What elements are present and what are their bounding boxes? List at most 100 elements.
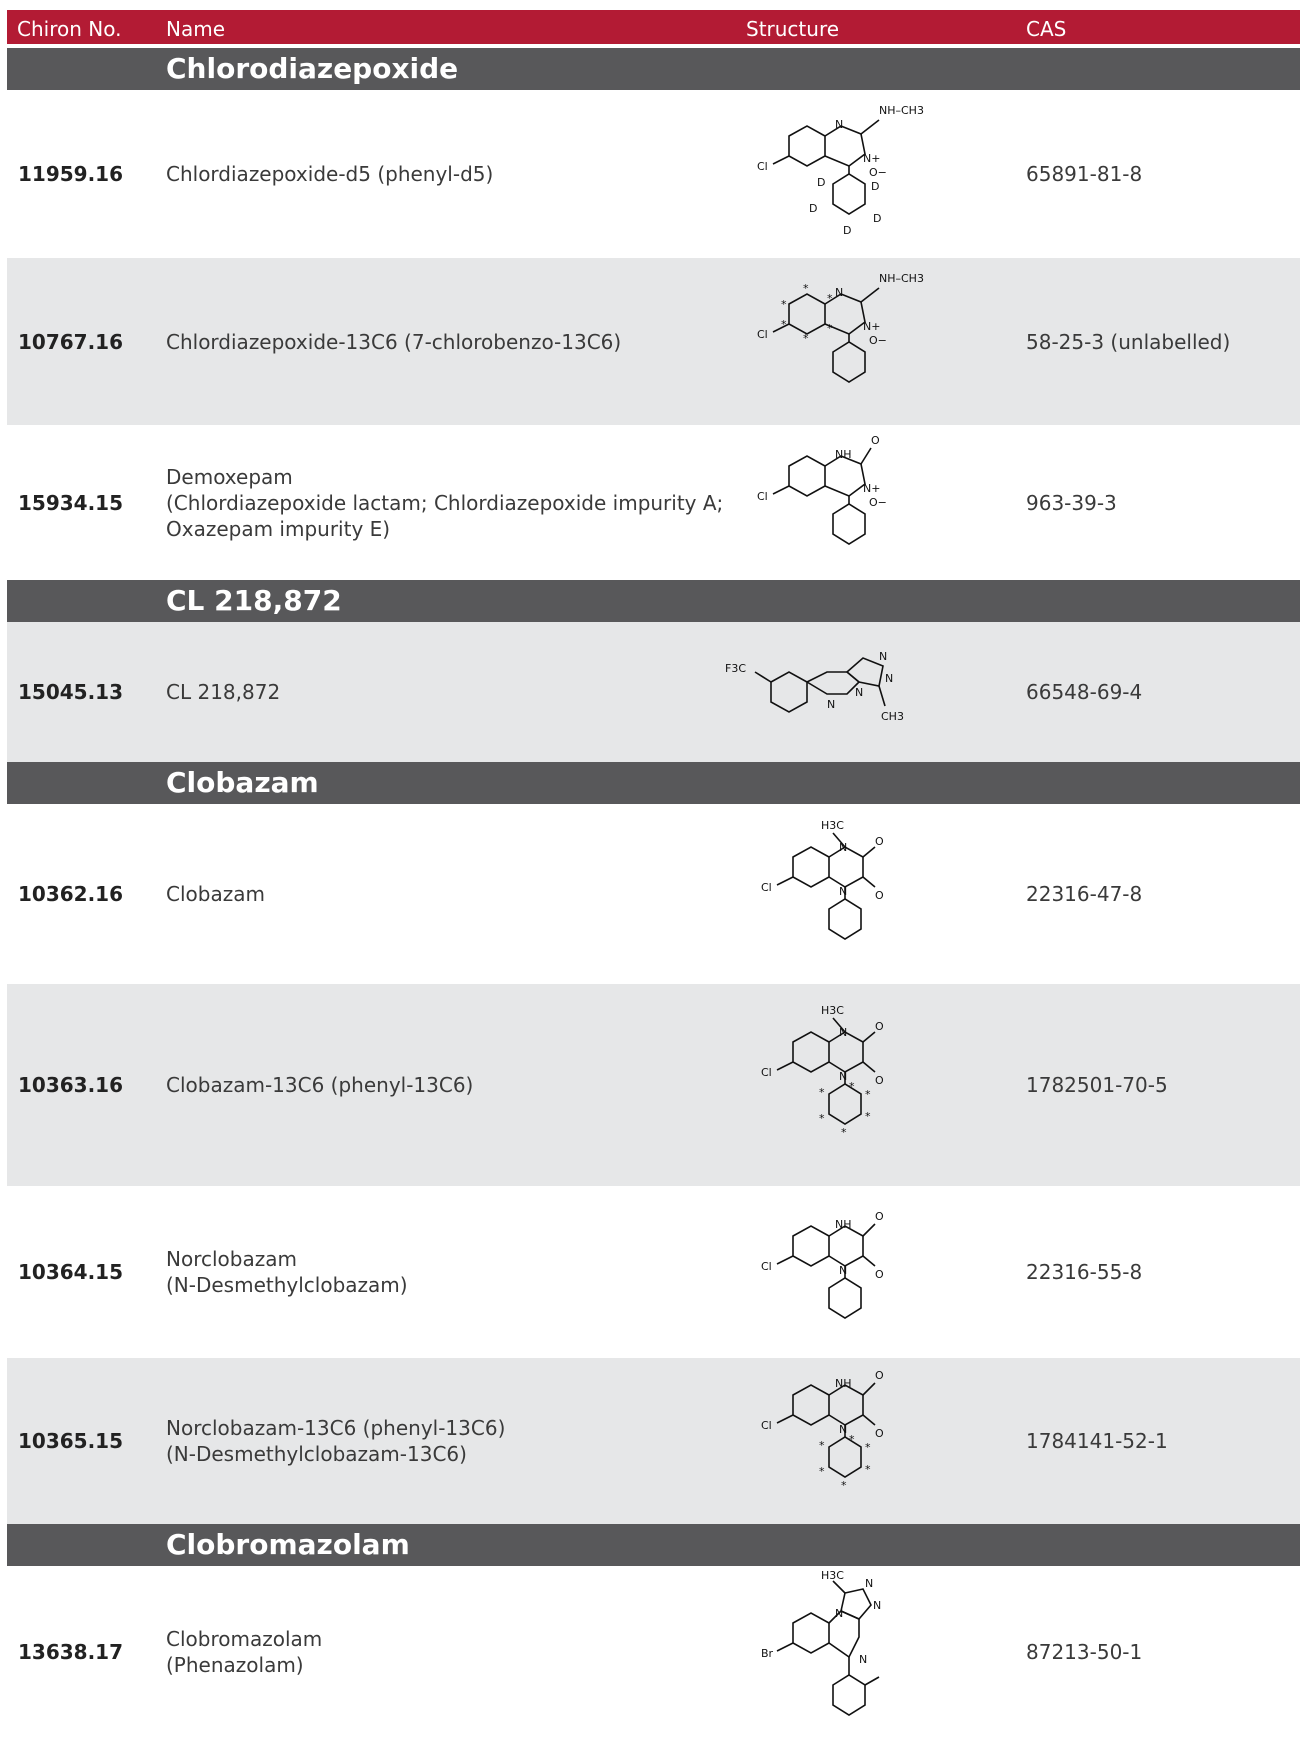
- demoxepam-structure-icon: NH O N+ O− Cl: [697, 425, 977, 580]
- svg-text:D: D: [809, 202, 817, 215]
- svg-text:NH–CH3: NH–CH3: [879, 272, 924, 285]
- product-name-line: Clobromazolam: [166, 1626, 323, 1651]
- product-name-line: Oxazepam impurity E): [166, 516, 391, 541]
- svg-text:N: N: [839, 885, 847, 898]
- cas-number: 66548-69-4: [1026, 680, 1143, 704]
- header-name: Name: [166, 17, 226, 41]
- product-name: Clobazam: [166, 804, 726, 984]
- svg-text:N: N: [839, 1026, 847, 1039]
- chlordiazepoxide-13c6-structure-icon: N NH–CH3 N+ O− Cl * * * * * *: [697, 258, 977, 425]
- section-title: Clobazam: [166, 766, 319, 799]
- product-name-line: CL 218,872: [166, 680, 281, 704]
- norclobazam-structure-icon: NH N O O Cl: [697, 1186, 977, 1358]
- cas-number: 22316-47-8: [1026, 882, 1143, 906]
- product-name-line: Chlordiazepoxide-13C6 (7-chlorobenzo-13C…: [166, 329, 622, 354]
- svg-text:D: D: [873, 212, 881, 225]
- svg-text:*: *: [827, 322, 833, 335]
- svg-text:O−: O−: [869, 166, 887, 179]
- product-name: Demoxepam(Chlordiazepoxide lactam; Chlor…: [166, 425, 726, 580]
- svg-text:*: *: [849, 1433, 855, 1446]
- section-clobromazolam: Clobromazolam: [7, 1524, 1300, 1566]
- chiron-no: 13638.17: [18, 1639, 124, 1664]
- product-name: Clobromazolam(Phenazolam): [166, 1566, 726, 1737]
- section-clobazam: Clobazam: [7, 762, 1300, 804]
- svg-text:N: N: [859, 1653, 867, 1666]
- svg-text:*: *: [819, 1465, 825, 1478]
- svg-text:O: O: [875, 1427, 884, 1440]
- product-name: Norclobazam-13C6 (phenyl-13C6)(N-Desmeth…: [166, 1358, 726, 1524]
- svg-text:N+: N+: [863, 152, 880, 165]
- svg-text:N: N: [879, 650, 887, 663]
- clobromazolam-structure-icon: H3C N N N N Br: [697, 1566, 977, 1737]
- svg-text:NH: NH: [835, 1377, 852, 1390]
- svg-text:Cl: Cl: [757, 160, 768, 173]
- section-title: CL 218,872: [166, 584, 342, 617]
- svg-text:Cl: Cl: [761, 881, 772, 894]
- svg-text:O: O: [875, 1210, 884, 1223]
- table-header: Chiron No. Name Structure CAS: [7, 10, 1300, 44]
- product-name-line: Chlordiazepoxide-d5 (phenyl-d5): [166, 162, 494, 186]
- svg-text:N+: N+: [863, 320, 880, 333]
- svg-text:*: *: [865, 1110, 871, 1123]
- svg-text:*: *: [781, 318, 787, 331]
- svg-text:N: N: [835, 286, 843, 299]
- svg-text:N: N: [865, 1577, 873, 1590]
- chiron-no: 10365.15: [18, 1429, 124, 1453]
- cas-number: 65891-81-8: [1026, 162, 1143, 186]
- product-name-line: Demoxepam: [166, 464, 293, 489]
- svg-text:*: *: [803, 282, 809, 295]
- svg-text:N+: N+: [863, 482, 880, 495]
- cas-number: 1784141-52-1: [1026, 1429, 1168, 1453]
- product-name: CL 218,872: [166, 622, 726, 762]
- svg-text:CH3: CH3: [881, 710, 904, 723]
- chiron-no: 10767.16: [18, 329, 124, 354]
- clobazam-13c6-structure-icon: H3C N N O O Cl * * * * * *: [697, 984, 977, 1186]
- product-name-line: Clobazam-13C6 (phenyl-13C6): [166, 1073, 474, 1097]
- svg-text:O: O: [875, 1074, 884, 1087]
- svg-text:N: N: [839, 1070, 847, 1083]
- chiron-no: 10363.16: [18, 1073, 124, 1097]
- section-cl-218872: CL 218,872: [7, 580, 1300, 622]
- svg-text:*: *: [827, 292, 833, 305]
- svg-text:N: N: [827, 698, 835, 711]
- norclobazam-13c6-structure-icon: NH N O O Cl * * * * * *: [697, 1358, 977, 1524]
- svg-text:D: D: [817, 176, 825, 189]
- product-name-line: (N-Desmethylclobazam-13C6): [166, 1442, 467, 1466]
- svg-text:*: *: [841, 1479, 847, 1492]
- header-cas: CAS: [1026, 17, 1067, 41]
- svg-text:O: O: [875, 889, 884, 902]
- svg-text:*: *: [819, 1086, 825, 1099]
- product-name: Norclobazam(N-Desmethylclobazam): [166, 1186, 726, 1358]
- section-chlorodiazepoxide: Chlorodiazepoxide: [7, 48, 1300, 90]
- chiron-no: 11959.16: [18, 162, 124, 186]
- svg-text:*: *: [781, 298, 787, 311]
- chiron-no: 15045.13: [18, 680, 124, 704]
- svg-text:Cl: Cl: [757, 328, 768, 341]
- svg-text:H3C: H3C: [821, 1004, 844, 1017]
- product-name-line: (N-Desmethylclobazam): [166, 1273, 408, 1297]
- svg-text:*: *: [819, 1439, 825, 1452]
- svg-text:O: O: [875, 1268, 884, 1281]
- svg-text:Cl: Cl: [757, 490, 768, 503]
- table-row: 10363.16 Clobazam-13C6 (phenyl-13C6) H3C…: [7, 984, 1300, 1186]
- svg-text:*: *: [803, 332, 809, 345]
- svg-text:N: N: [839, 841, 847, 854]
- section-title: Chlorodiazepoxide: [166, 52, 459, 85]
- product-name-line: Norclobazam: [166, 1247, 297, 1271]
- svg-text:Cl: Cl: [761, 1066, 772, 1079]
- svg-text:H3C: H3C: [821, 819, 844, 832]
- header-structure: Structure: [746, 17, 840, 41]
- table-row: 15045.13 CL 218,872 F3C N N N N CH3 6654…: [7, 622, 1300, 762]
- cas-number: 22316-55-8: [1026, 1260, 1143, 1284]
- svg-text:NH–CH3: NH–CH3: [879, 104, 924, 117]
- svg-text:*: *: [865, 1088, 871, 1101]
- svg-text:F3C: F3C: [725, 662, 746, 675]
- table-row: 11959.16 Chlordiazepoxide-d5 (phenyl-d5)…: [7, 90, 1300, 258]
- svg-text:NH: NH: [835, 448, 852, 461]
- chlordiazepoxide-d5-structure-icon: N NH–CH3 N+ O− Cl D D D D D: [697, 90, 977, 258]
- svg-text:O: O: [871, 434, 880, 447]
- svg-text:*: *: [865, 1441, 871, 1454]
- product-name-line: Norclobazam-13C6 (phenyl-13C6): [166, 1416, 506, 1440]
- chiron-no: 10364.15: [18, 1260, 124, 1284]
